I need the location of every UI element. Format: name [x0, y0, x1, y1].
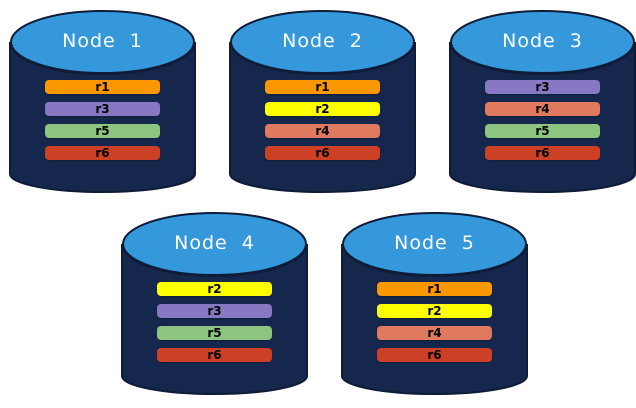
- replica-bar-r6[interactable]: r6: [45, 146, 160, 160]
- replica-bar-r1[interactable]: r1: [45, 80, 160, 94]
- replica-label: r1: [95, 80, 110, 94]
- replica-bar-r6[interactable]: r6: [157, 348, 272, 362]
- replica-label: r4: [315, 124, 330, 138]
- replica-list: r1 r3 r5 r6: [10, 80, 195, 160]
- replica-label: r5: [95, 124, 110, 138]
- replica-list: r2 r3 r5 r6: [122, 282, 307, 362]
- replica-bar-r4[interactable]: r4: [485, 102, 600, 116]
- replica-list: r3 r4 r5 r6: [450, 80, 635, 160]
- replica-bar-r3[interactable]: r3: [45, 102, 160, 116]
- replica-bar-r2[interactable]: r2: [157, 282, 272, 296]
- replica-bar-r3[interactable]: r3: [485, 80, 600, 94]
- replica-label: r1: [315, 80, 330, 94]
- replica-label: r4: [427, 326, 442, 340]
- replica-bar-r5[interactable]: r5: [485, 124, 600, 138]
- replica-label: r3: [207, 304, 222, 318]
- cylinder-top-ellipse: [122, 212, 307, 276]
- replica-bar-r5[interactable]: r5: [157, 326, 272, 340]
- replica-list: r1 r2 r4 r6: [230, 80, 415, 160]
- replica-label: r5: [535, 124, 550, 138]
- replica-label: r1: [427, 282, 442, 296]
- replica-bar-r6[interactable]: r6: [265, 146, 380, 160]
- replica-bar-r2[interactable]: r2: [265, 102, 380, 116]
- replica-label: r6: [207, 348, 222, 362]
- cylinder-top-ellipse: [450, 10, 635, 74]
- replica-label: r3: [95, 102, 110, 116]
- replica-label: r5: [207, 326, 222, 340]
- replica-label: r4: [535, 102, 550, 116]
- replica-bar-r5[interactable]: r5: [45, 124, 160, 138]
- cylinder-top-ellipse: [10, 10, 195, 74]
- replica-bar-r3[interactable]: r3: [157, 304, 272, 318]
- cylinder-top-ellipse: [230, 10, 415, 74]
- replica-bar-r6[interactable]: r6: [377, 348, 492, 362]
- replica-label: r6: [427, 348, 442, 362]
- cylinder-top-ellipse: [342, 212, 527, 276]
- replica-label: r2: [207, 282, 222, 296]
- replica-label: r6: [315, 146, 330, 160]
- replica-bar-r1[interactable]: r1: [265, 80, 380, 94]
- replica-label: r2: [427, 304, 442, 318]
- replica-bar-r4[interactable]: r4: [265, 124, 380, 138]
- replica-label: r2: [315, 102, 330, 116]
- replica-bar-r6[interactable]: r6: [485, 146, 600, 160]
- replica-bar-r2[interactable]: r2: [377, 304, 492, 318]
- replica-bar-r1[interactable]: r1: [377, 282, 492, 296]
- replica-bar-r4[interactable]: r4: [377, 326, 492, 340]
- replica-label: r3: [535, 80, 550, 94]
- replica-list: r1 r2 r4 r6: [342, 282, 527, 362]
- replica-label: r6: [535, 146, 550, 160]
- replica-label: r6: [95, 146, 110, 160]
